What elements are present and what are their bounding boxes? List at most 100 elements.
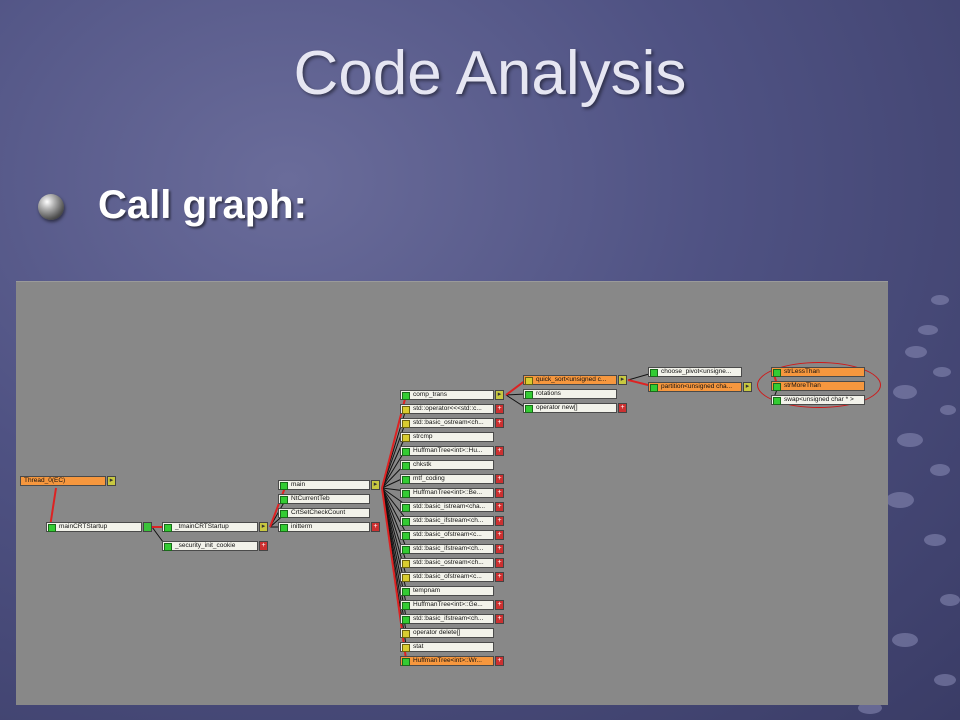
node-main[interactable]: main ▸ <box>278 480 380 490</box>
node-initterm[interactable]: initterm + <box>278 522 380 532</box>
status-square-icon <box>402 630 410 638</box>
expand-plus-icon[interactable]: + <box>371 522 380 532</box>
expand-plus-icon[interactable]: + <box>495 446 504 456</box>
expand-arrow-icon[interactable]: ▸ <box>495 390 504 400</box>
status-square-icon <box>402 560 410 568</box>
node-huffman-wr[interactable]: HuffmanTree<int>::Wr... + <box>400 656 504 666</box>
expand-plus-icon[interactable]: + <box>495 488 504 498</box>
expand-button[interactable] <box>143 522 152 532</box>
node-huffman-be[interactable]: HuffmanTree<int>::Be... + <box>400 488 504 498</box>
node-basic-ifstream-2[interactable]: std::basic_ifstream<ch... + <box>400 544 504 554</box>
status-square-icon <box>402 504 410 512</box>
expand-plus-icon[interactable]: + <box>495 418 504 428</box>
node-label: HuffmanTree<int>::Ge... <box>413 601 483 608</box>
expand-arrow-icon[interactable]: ▸ <box>259 522 268 532</box>
node-ntcurrentteb[interactable]: NtCurrentTeb <box>278 494 370 504</box>
expand-plus-icon[interactable]: + <box>495 572 504 582</box>
node-label: std::basic_ostream<ch... <box>413 419 484 426</box>
status-square-icon <box>402 406 410 414</box>
node-swap[interactable]: swap<unsigned char * > <box>771 395 865 405</box>
node-label: quick_sort<unsigned c... <box>536 376 607 383</box>
node-chkstk[interactable]: chkstk <box>400 460 494 470</box>
node-label: operator delete[] <box>413 629 461 636</box>
node-label: HuffmanTree<int>::Hu... <box>413 447 483 454</box>
expand-arrow-icon[interactable]: ▸ <box>618 375 627 385</box>
expand-arrow-icon[interactable]: ▸ <box>107 476 116 486</box>
expand-arrow-icon[interactable]: ▸ <box>371 480 380 490</box>
node-label: strMoreThan <box>784 382 821 389</box>
node-tempnam[interactable]: tempnam <box>400 586 494 596</box>
status-square-icon <box>280 524 288 532</box>
node-strlessthan[interactable]: strLessThan <box>771 367 865 377</box>
node-label: NtCurrentTeb <box>291 495 330 502</box>
node-label: std::basic_ifstream<ch... <box>413 517 484 524</box>
expand-plus-icon[interactable]: + <box>618 403 627 413</box>
node-basic-ostream-1[interactable]: std::basic_ostream<ch... + <box>400 418 504 428</box>
status-square-icon <box>402 448 410 456</box>
node-basic-ofstream-1[interactable]: std::basic_ofstream<c... + <box>400 530 504 540</box>
expand-plus-icon[interactable]: + <box>495 516 504 526</box>
node-label: std::basic_ifstream<ch... <box>413 545 484 552</box>
expand-plus-icon[interactable]: + <box>495 558 504 568</box>
node-label: std::basic_istream<cha... <box>413 503 486 510</box>
node-operator-new[interactable]: operator new[] + <box>523 403 627 413</box>
node-huffman-ge[interactable]: HuffmanTree<int>::Ge... + <box>400 600 504 610</box>
node-comp-trans[interactable]: comp_trans ▸ <box>400 390 504 400</box>
node-basic-ofstream-2[interactable]: std::basic_ofstream<c... + <box>400 572 504 582</box>
node-basic-ifstream-1[interactable]: std::basic_ifstream<ch... + <box>400 516 504 526</box>
node-strmorethan[interactable]: strMoreThan <box>771 381 865 391</box>
node-partition[interactable]: partition<unsigned cha... ▸ <box>648 382 752 392</box>
status-square-icon <box>402 392 410 400</box>
status-square-icon <box>402 518 410 526</box>
node-basic-ostream-2[interactable]: std::basic_ostream<ch... + <box>400 558 504 568</box>
expand-plus-icon[interactable]: + <box>495 474 504 484</box>
node-strcmp[interactable]: strcmp <box>400 432 494 442</box>
status-square-icon <box>402 476 410 484</box>
node-huffman-hu[interactable]: HuffmanTree<int>::Hu... + <box>400 446 504 456</box>
node-basic-ifstream-3[interactable]: std::basic_ifstream<ch... + <box>400 614 504 624</box>
node-label: _tmainCRTStartup <box>175 523 229 530</box>
node-label: partition<unsigned cha... <box>661 383 733 390</box>
node-label: _security_init_cookie <box>175 542 236 549</box>
node-label: initterm <box>291 523 313 530</box>
status-square-icon <box>280 496 288 504</box>
node-label: HuffmanTree<int>::Wr... <box>413 657 482 664</box>
node-choose-pivot[interactable]: choose_pivot<unsigne... <box>648 367 742 377</box>
status-square-icon <box>402 462 410 470</box>
node-label: strLessThan <box>784 368 820 375</box>
node-security-init-cookie[interactable]: _security_init_cookie + <box>162 541 268 551</box>
node-rotations[interactable]: rotations <box>523 389 617 399</box>
status-square-icon <box>280 510 288 518</box>
status-square-icon <box>402 434 410 442</box>
call-graph-panel: Thread_0(EC) ▸ mainCRTStartup _tmainCRTS… <box>16 281 888 705</box>
status-square-icon <box>402 532 410 540</box>
expand-arrow-icon[interactable]: ▸ <box>743 382 752 392</box>
node-operator-delete[interactable]: operator delete[] <box>400 628 494 638</box>
highlight-circle <box>757 362 881 408</box>
status-square-icon <box>280 482 288 490</box>
expand-plus-icon[interactable]: + <box>495 502 504 512</box>
node-basic-istream-cha[interactable]: std::basic_istream<cha... + <box>400 502 504 512</box>
status-square-icon <box>402 546 410 554</box>
expand-plus-icon[interactable]: + <box>259 541 268 551</box>
expand-plus-icon[interactable]: + <box>495 544 504 554</box>
node-stat[interactable]: stat <box>400 642 494 652</box>
bullet-call-graph: Call graph: <box>98 183 307 227</box>
node-std-operator[interactable]: std::operator<<<std::c... + <box>400 404 504 414</box>
expand-plus-icon[interactable]: + <box>495 656 504 666</box>
node-maincrtstartup[interactable]: mainCRTStartup <box>46 522 152 532</box>
bullet-sphere-icon <box>38 194 64 220</box>
expand-plus-icon[interactable]: + <box>495 600 504 610</box>
expand-plus-icon[interactable]: + <box>495 404 504 414</box>
node-tmaincrtstartup[interactable]: _tmainCRTStartup ▸ <box>162 522 268 532</box>
node-thread[interactable]: Thread_0(EC) ▸ <box>20 476 116 486</box>
status-square-icon <box>525 391 533 399</box>
node-quick-sort[interactable]: quick_sort<unsigned c... ▸ <box>523 375 627 385</box>
node-label: std::basic_ofstream<c... <box>413 573 482 580</box>
status-square-icon <box>402 602 410 610</box>
node-mtf-coding[interactable]: mtf_coding + <box>400 474 504 484</box>
expand-plus-icon[interactable]: + <box>495 530 504 540</box>
expand-plus-icon[interactable]: + <box>495 614 504 624</box>
node-crtsetcheckcount[interactable]: CrtSetCheckCount <box>278 508 370 518</box>
node-label: main <box>291 481 306 488</box>
